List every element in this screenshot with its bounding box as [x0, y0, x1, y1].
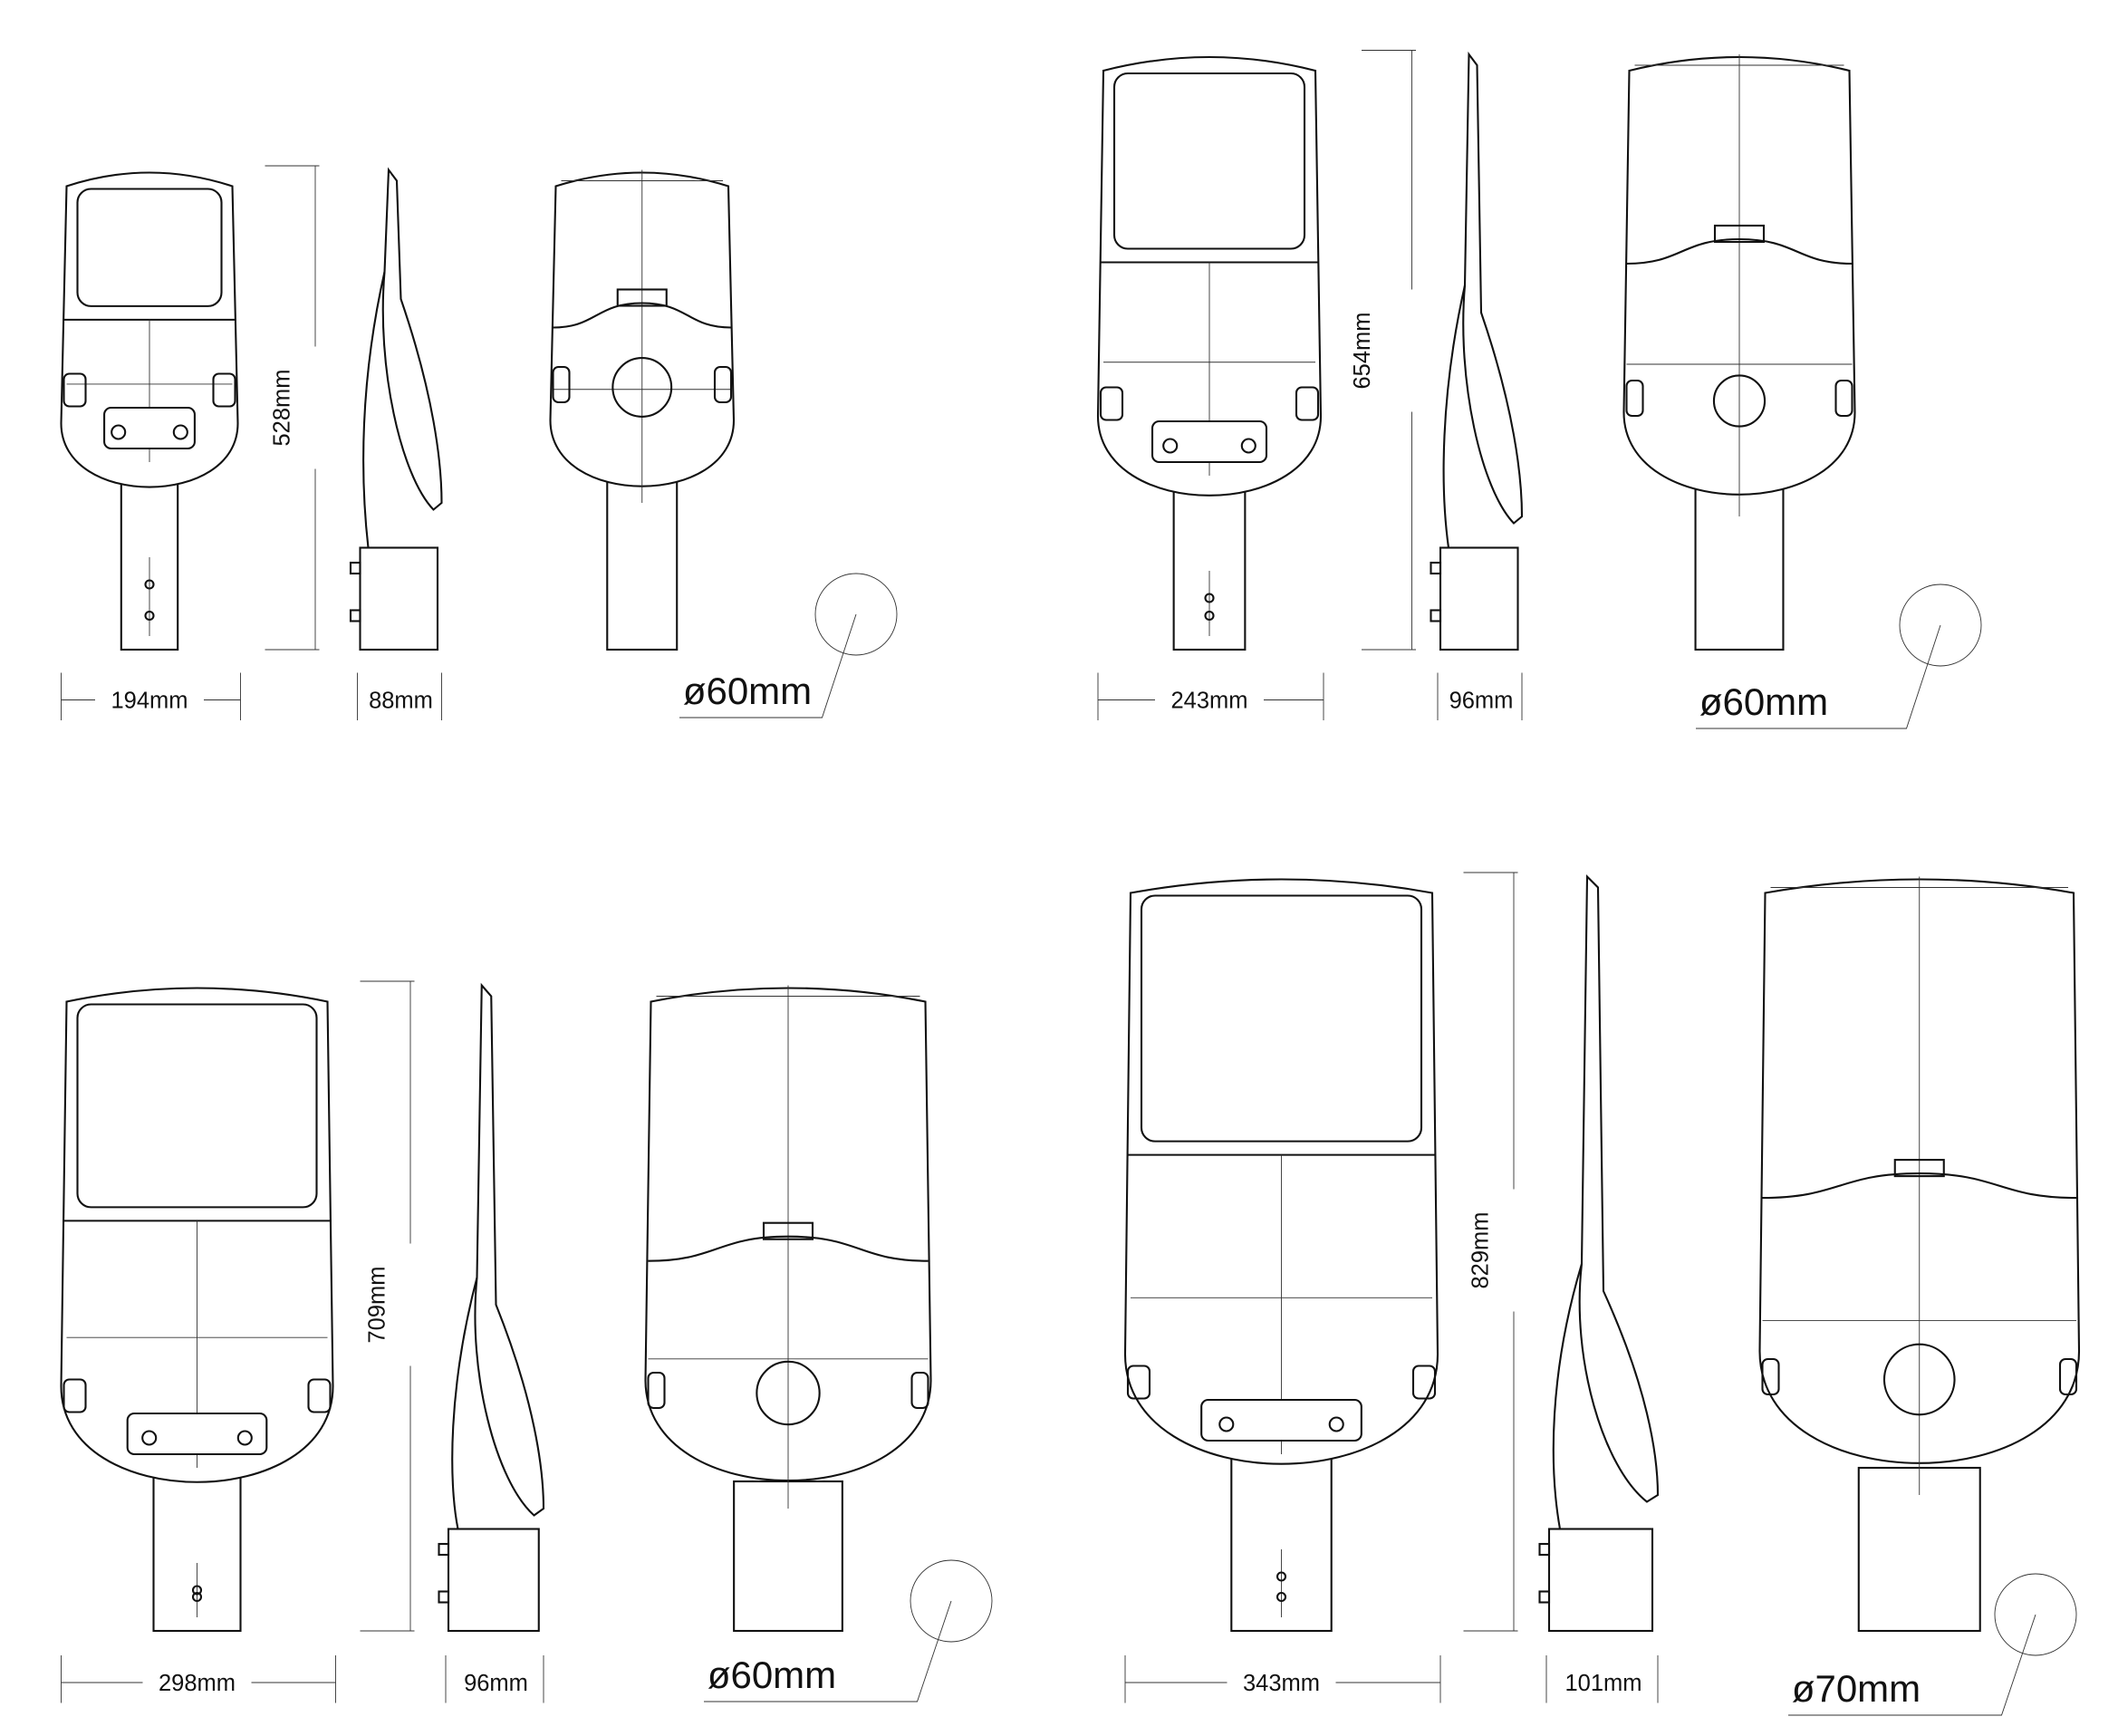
pole-diameter-label: ø70mm	[1792, 1667, 1921, 1710]
back-view	[644, 985, 932, 1633]
depth-label: 101mm	[1564, 1671, 1641, 1696]
height-label: 709mm	[365, 1266, 390, 1343]
pole-diameter-label: ø60mm	[1699, 680, 1828, 723]
width-label: 343mm	[1243, 1671, 1320, 1696]
pole-diameter-label: ø60mm	[683, 670, 812, 712]
back-view	[549, 169, 736, 651]
dimension-lines: 243mm 96mm 654mm	[1097, 50, 1523, 720]
depth-label: 96mm	[464, 1671, 528, 1696]
dimension-lines: 298mm 96mm 709mm	[61, 980, 544, 1703]
pole-diameter-label: ø60mm	[708, 1654, 836, 1696]
front-view	[60, 171, 239, 651]
width-label: 194mm	[111, 689, 188, 714]
height-label: 654mm	[1350, 312, 1375, 389]
width-label: 298mm	[159, 1671, 236, 1696]
depth-label: 96mm	[1449, 689, 1514, 714]
side-view	[438, 982, 545, 1633]
product-drawing-1: ø60mm 194mm 88mm 528mm	[60, 165, 898, 720]
side-view	[349, 167, 443, 651]
back-view	[1758, 876, 2081, 1633]
front-view	[60, 987, 334, 1633]
side-view	[1430, 51, 1524, 651]
width-label: 243mm	[1170, 689, 1247, 714]
product-drawing-4: ø70mm 343mm 101mm 829mm	[1123, 872, 2081, 1716]
dimension-lines: 343mm 101mm 829mm	[1124, 872, 1659, 1703]
front-view	[1096, 55, 1323, 651]
height-label: 829mm	[1468, 1211, 1494, 1288]
product-drawing-3: ø60mm 298mm 96mm 709mm	[60, 980, 993, 1703]
depth-label: 88mm	[369, 689, 433, 714]
pole-diameter-callout: ø60mm	[704, 1559, 993, 1702]
height-label: 528mm	[270, 369, 295, 446]
front-view	[1123, 878, 1439, 1633]
pole-diameter-callout: ø60mm	[1696, 583, 1982, 729]
product-drawing-2: ø60mm 243mm 96mm 654mm	[1096, 50, 1982, 729]
side-view	[1538, 874, 1660, 1633]
pole-diameter-callout: ø70mm	[1788, 1573, 2077, 1716]
back-view	[1622, 54, 1856, 651]
dimension-lines: 194mm 88mm 528mm	[61, 165, 442, 720]
pole-diameter-callout: ø60mm	[679, 573, 898, 719]
